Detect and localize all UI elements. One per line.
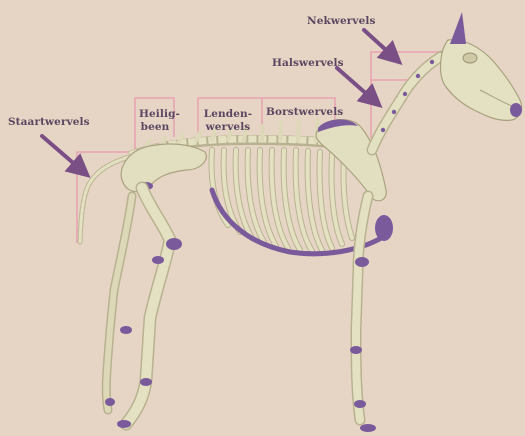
neck-vertebrae — [372, 56, 442, 150]
label-halswervels: Halswervels — [272, 57, 344, 70]
skull — [441, 12, 522, 120]
arrow-staartwervels — [42, 136, 86, 174]
label-lendenwervels-line1: Lenden- — [202, 108, 254, 121]
arrow-halswervels — [337, 68, 378, 104]
label-heiligbeen-line2: been — [139, 121, 171, 134]
label-borstwervels: Borstwervels — [266, 106, 343, 119]
label-nekwervels: Nekwervels — [307, 15, 376, 28]
fore-leg — [350, 196, 376, 432]
label-heiligbeen: Heilig- been — [139, 108, 171, 134]
label-lendenwervels: Lenden- wervels — [202, 108, 254, 134]
label-lendenwervels-line2: wervels — [202, 121, 254, 134]
label-staartwervels: Staartwervels — [8, 116, 90, 129]
label-heiligbeen-line1: Heilig- — [139, 108, 171, 121]
hind-leg — [105, 188, 182, 428]
arrow-nekwervels — [364, 30, 398, 61]
